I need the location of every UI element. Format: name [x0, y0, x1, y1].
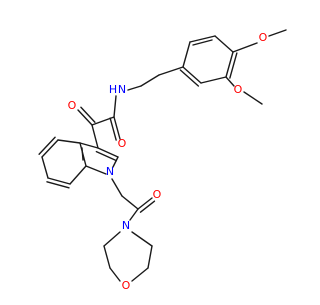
bond-methoxy: [232, 42, 258, 53]
bond-ring-a-inner: [192, 39, 213, 46]
atom-n-morpholine: N: [122, 219, 130, 232]
bond-indole-benzo: [41, 139, 59, 158]
bond-ketone-co: [80, 106, 96, 123]
atom-n-amide: N: [118, 83, 126, 96]
bond-chain: [91, 116, 115, 126]
bond-chain: [113, 95, 117, 118]
bond-indole-benzo: [41, 156, 49, 179]
bond-morpholine: [147, 245, 153, 269]
bond-chain: [127, 85, 142, 91]
atom-n-indole: N: [106, 165, 114, 178]
bond-ring-a: [189, 35, 216, 43]
bond-methoxy: [268, 29, 287, 37]
bond-ring-a: [214, 35, 234, 53]
bond-amide-co: [109, 117, 117, 141]
bond-amide-co: [113, 116, 121, 140]
atom-h-amide: H: [109, 83, 117, 96]
bond-chain: [158, 66, 184, 76]
molecule-diagram: O O N H O O N O N O: [38, 29, 287, 292]
bond-chain: [140, 74, 160, 87]
bond-chain: [129, 208, 139, 221]
bond-morpholine: [109, 267, 121, 282]
bond-morpholine: [103, 231, 121, 247]
bond-indole-benzo: [47, 177, 71, 185]
bond-acetyl-co: [139, 200, 156, 213]
bond-chain: [121, 195, 139, 210]
bond-indole-benzo: [38, 136, 56, 155]
bond-morpholine: [103, 245, 111, 269]
bond-indole: [95, 150, 118, 162]
bond-chain: [111, 178, 123, 197]
bond-indole: [85, 165, 107, 175]
bond-ring-a: [200, 76, 227, 84]
atom-o-methoxy-top: O: [259, 31, 268, 44]
atom-o-acetyl: O: [153, 188, 162, 201]
atom-o-methoxy-mid: O: [234, 83, 243, 96]
bond-indole: [97, 147, 119, 158]
bond-morpholine: [131, 267, 149, 282]
bond-indole-benzo: [69, 165, 87, 185]
structure-canvas: O O N H O O N O N O: [38, 29, 287, 292]
bond-ring-a: [229, 52, 238, 79]
bond-chain: [91, 124, 99, 149]
atom-o-morpholine: O: [122, 279, 131, 292]
bond-indole-inner: [81, 147, 84, 161]
atom-o-ketone: O: [68, 99, 77, 112]
bond-lines: [38, 29, 287, 282]
bond-ring-a: [179, 69, 200, 87]
bond-morpholine: [131, 231, 153, 247]
bond-ketone-co: [77, 109, 93, 126]
bond-methoxy: [243, 91, 263, 105]
bond-ring-a: [225, 51, 234, 78]
atom-o-amide: O: [118, 137, 127, 150]
bond-ring-a: [182, 41, 191, 68]
bond-indole: [112, 156, 119, 168]
bond-indole-benzo: [57, 139, 81, 144]
bond-indole-benzo: [46, 181, 70, 189]
bond-indole: [79, 142, 99, 149]
bond-methoxy: [225, 76, 235, 87]
bond-acetyl-co: [137, 197, 153, 210]
bond-ring-a: [182, 66, 202, 84]
